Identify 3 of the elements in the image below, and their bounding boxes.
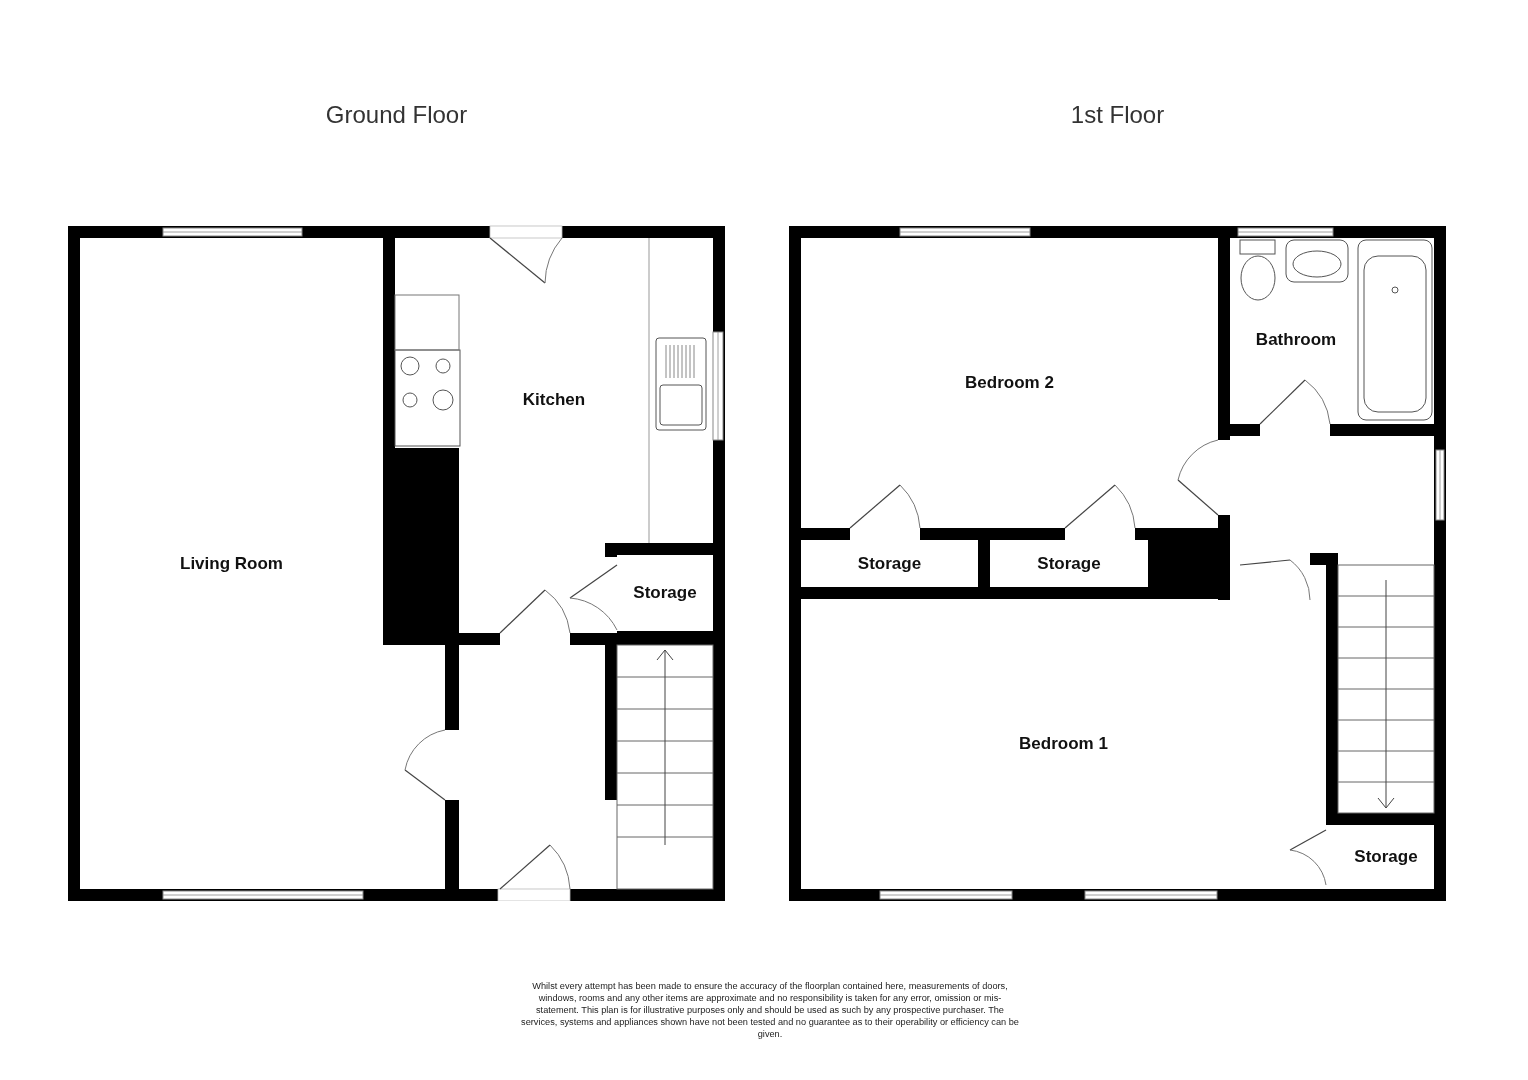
disclaimer-note: Whilst every attempt has been made to ensure the accuracy of the floorplan contained here, measurements of doors, windows, rooms and any other items are approximate and no responsibility is taken for any error, omission or mis-statement. This plan is for illustrative purposes only and should be used as such by any prospective purchaser. The services, systems and appliances shown have not been tested and no guarantee as to their operability or efficiency can be given. bbox=[520, 980, 1020, 1040]
floor-heading: Ground Floor bbox=[324, 100, 469, 130]
floor-heading: 1st Floor bbox=[1069, 100, 1166, 130]
